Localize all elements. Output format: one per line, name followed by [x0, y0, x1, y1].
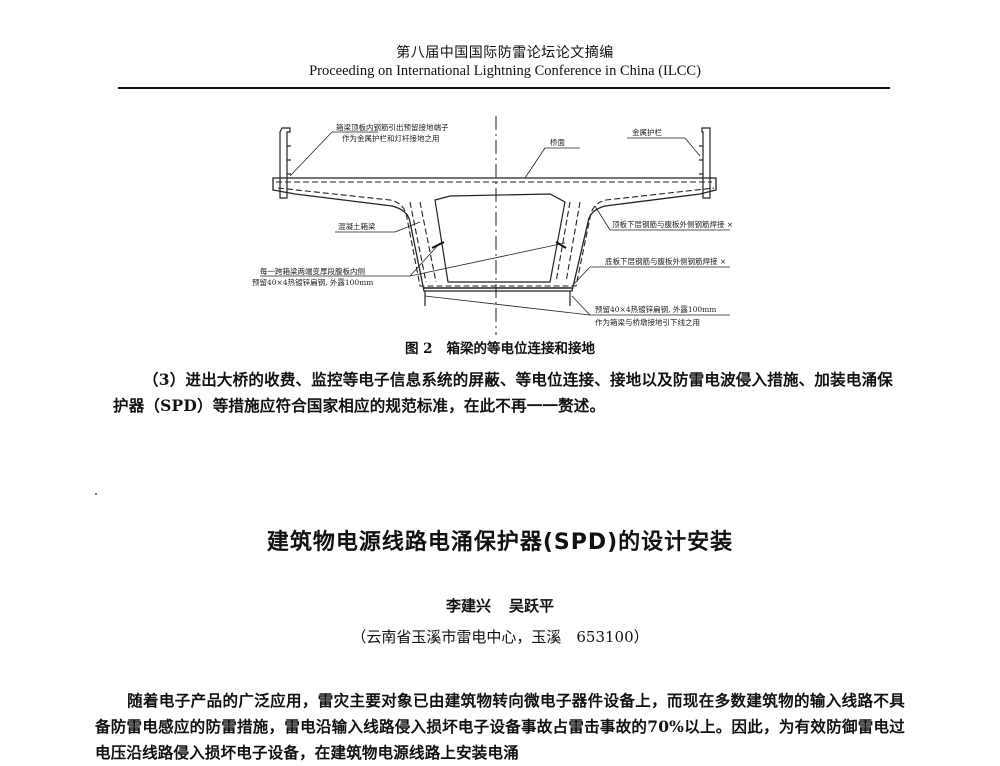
article-body-paragraph: 随着电子产品的广泛应用，雷灾主要对象已由建筑物转向微电子器件设备上，而现在多数建… — [95, 688, 905, 766]
label-web-steel-note: 每一跨箱梁两端变厚段腹板内侧 — [260, 267, 365, 276]
weld-symbol-icon: ⨯ — [726, 220, 734, 229]
running-head-chinese: 第八届中国国际防雷论坛论文摘编 — [396, 45, 614, 61]
author-name: 吴跃平 — [509, 597, 555, 615]
scan-artifact — [95, 493, 97, 495]
figure-number: 图 2 — [404, 341, 433, 357]
running-head-english: Proceeding on International Lightning Co… — [309, 63, 701, 79]
article-title: 建筑物电源线路电涌保护器(SPD)的设计安装 — [266, 530, 734, 555]
figure-box-girder-diagram: 箱梁顶板内钢筋引出预留接地端子 作为金属护栏和灯杆接地之用 桥面 金属护栏 混凝… — [252, 110, 734, 340]
header-rule — [118, 87, 890, 89]
figure-caption-text: 箱梁的等电位连接和接地 — [446, 341, 596, 357]
weld-symbol-icon: ⨯ — [719, 257, 727, 266]
article-authors: 李建兴吴跃平 — [0, 596, 1000, 616]
label-bottom-slab-weld: 底板下层钢筋与腹板外侧钢筋焊接 ⨯ — [605, 257, 727, 266]
figure-caption: 图 2 箱梁的等电位连接和接地 — [0, 340, 1000, 358]
label-web-steel-size: 预留40×4热镀锌扁钢, 外露100mm — [252, 278, 374, 287]
box-girder-drawing — [260, 116, 730, 335]
label-deck: 桥面 — [550, 138, 565, 147]
label-top-slab-terminal-purpose: 作为金属护栏和灯杆接地之用 — [342, 134, 440, 143]
paragraph-3: （3）进出大桥的收费、监控等电子信息系统的屏蔽、等电位连接、接地以及防雷电波侵入… — [113, 367, 893, 419]
label-pier-steel-purpose: 作为箱梁与桥墩接地引下线之用 — [595, 318, 700, 327]
label-top-slab-terminal: 箱梁顶板内钢筋引出预留接地端子 — [336, 123, 449, 132]
label-guardrail: 金属护栏 — [632, 128, 662, 137]
label-pier-steel-size: 预留40×4热镀锌扁钢, 外露100mm — [595, 305, 717, 314]
article-body-text: 随着电子产品的广泛应用，雷灾主要对象已由建筑物转向微电子器件设备上，而现在多数建… — [95, 691, 905, 762]
running-head: 第八届中国国际防雷论坛论文摘编 Proceeding on Internatio… — [120, 44, 890, 80]
paragraph-3-text: （3）进出大桥的收费、监控等电子信息系统的屏蔽、等电位连接、接地以及防雷电波侵入… — [113, 370, 893, 415]
label-concrete-box-girder: 混凝土箱梁 — [338, 222, 376, 231]
article-affiliation: （云南省玉溪市雷电中心，玉溪 653100） — [351, 628, 649, 646]
label-top-slab-weld: 顶板下层钢筋与腹板外侧钢筋焊接 ⨯ — [612, 220, 734, 229]
author-name: 李建兴 — [445, 597, 491, 615]
